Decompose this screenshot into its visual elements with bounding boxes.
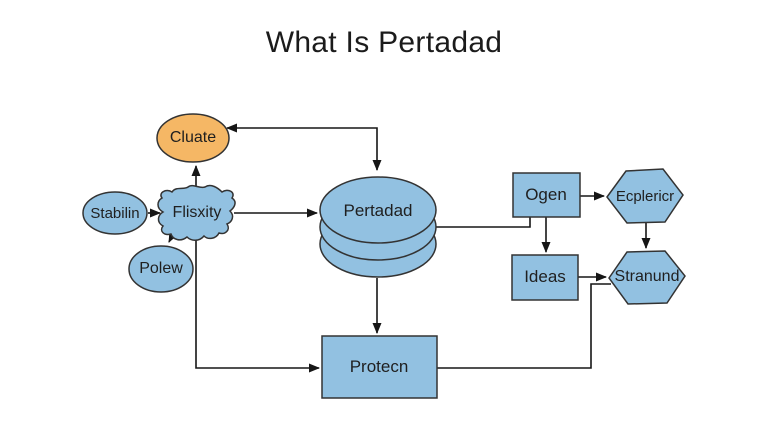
- node-stabilin-label: Stabilin: [90, 204, 140, 222]
- page-title: What Is Pertadad: [265, 26, 503, 59]
- node-ecplericr-label: Ecplericr: [615, 187, 675, 205]
- node-flisxity-shape: [157, 184, 236, 241]
- node-pertadad-label: Pertadad: [343, 201, 413, 220]
- node-flisxity-label: Flisxity: [172, 204, 222, 221]
- connector-pertadad-cluate: [226, 123, 382, 171]
- node-polew-label: Polew: [139, 260, 183, 277]
- node-cluate-shape: [156, 113, 230, 163]
- node-ecplericr-shape: [606, 168, 684, 224]
- node-ogen-label: Ogen: [525, 185, 567, 204]
- node-ideas-label: Ideas: [524, 267, 566, 286]
- connector-protecn-stranund: [437, 283, 611, 369]
- node-polew-shape: [128, 245, 194, 293]
- node-protecn-shape: [321, 335, 438, 399]
- node-protecn-label: Protecn: [349, 357, 409, 376]
- node-ogen-shape: [512, 172, 581, 218]
- node-cluate-label: Cluate: [169, 129, 217, 146]
- node-stranund-shape: [608, 250, 686, 305]
- connector-flisxity-protecn: [195, 238, 320, 373]
- node-stabilin-shape: [82, 191, 148, 235]
- node-stranund-label: Stranund: [614, 268, 680, 285]
- node-ideas-shape: [511, 254, 579, 301]
- connector-pertadad-ogen: [436, 217, 531, 228]
- node-pertadad-shape: [319, 176, 437, 278]
